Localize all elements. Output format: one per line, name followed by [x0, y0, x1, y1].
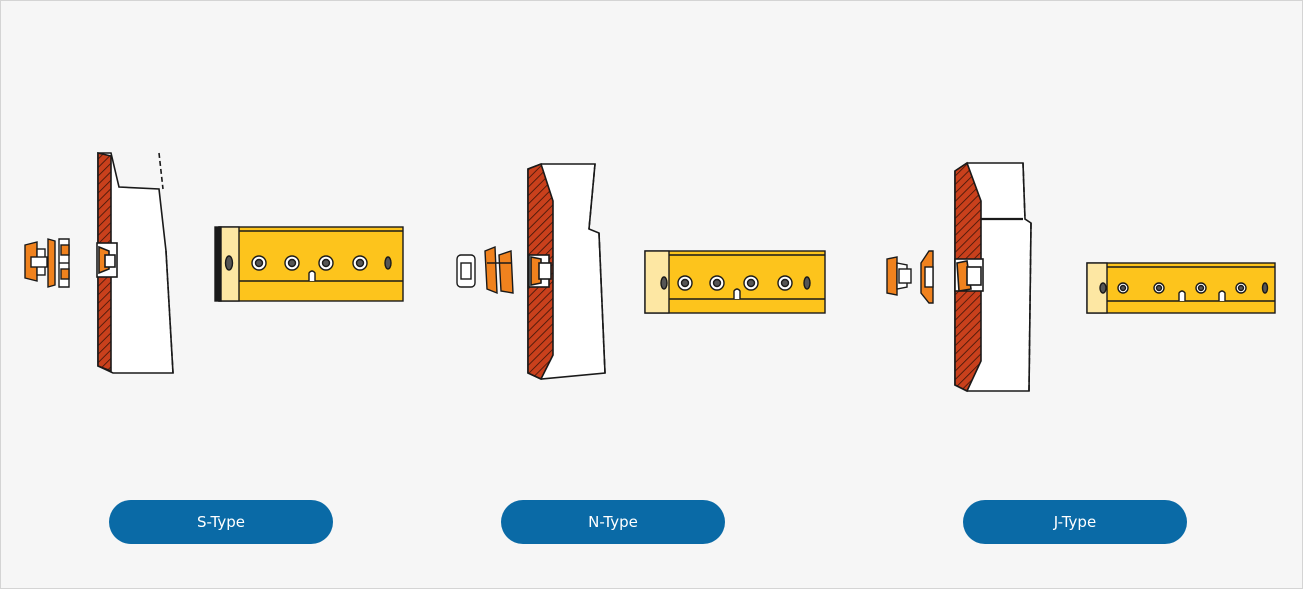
n-type-holder	[527, 162, 606, 381]
s-type-blade	[214, 226, 404, 302]
j-type-button[interactable]: J-Type	[963, 500, 1187, 544]
j-type-insert-parts	[886, 250, 934, 304]
j-type-blade	[1086, 262, 1276, 314]
s-type-illustration	[24, 151, 404, 374]
s-type-insert-parts	[24, 238, 70, 288]
s-type-holder	[96, 151, 174, 374]
n-type-blade	[644, 250, 826, 314]
n-type-button[interactable]: N-Type	[501, 500, 725, 544]
j-type-holder	[954, 161, 1032, 393]
s-type-button[interactable]: S-Type	[109, 500, 333, 544]
n-type-insert-parts	[456, 245, 514, 295]
n-type-illustration	[456, 162, 826, 381]
j-type-illustration	[886, 161, 1276, 393]
